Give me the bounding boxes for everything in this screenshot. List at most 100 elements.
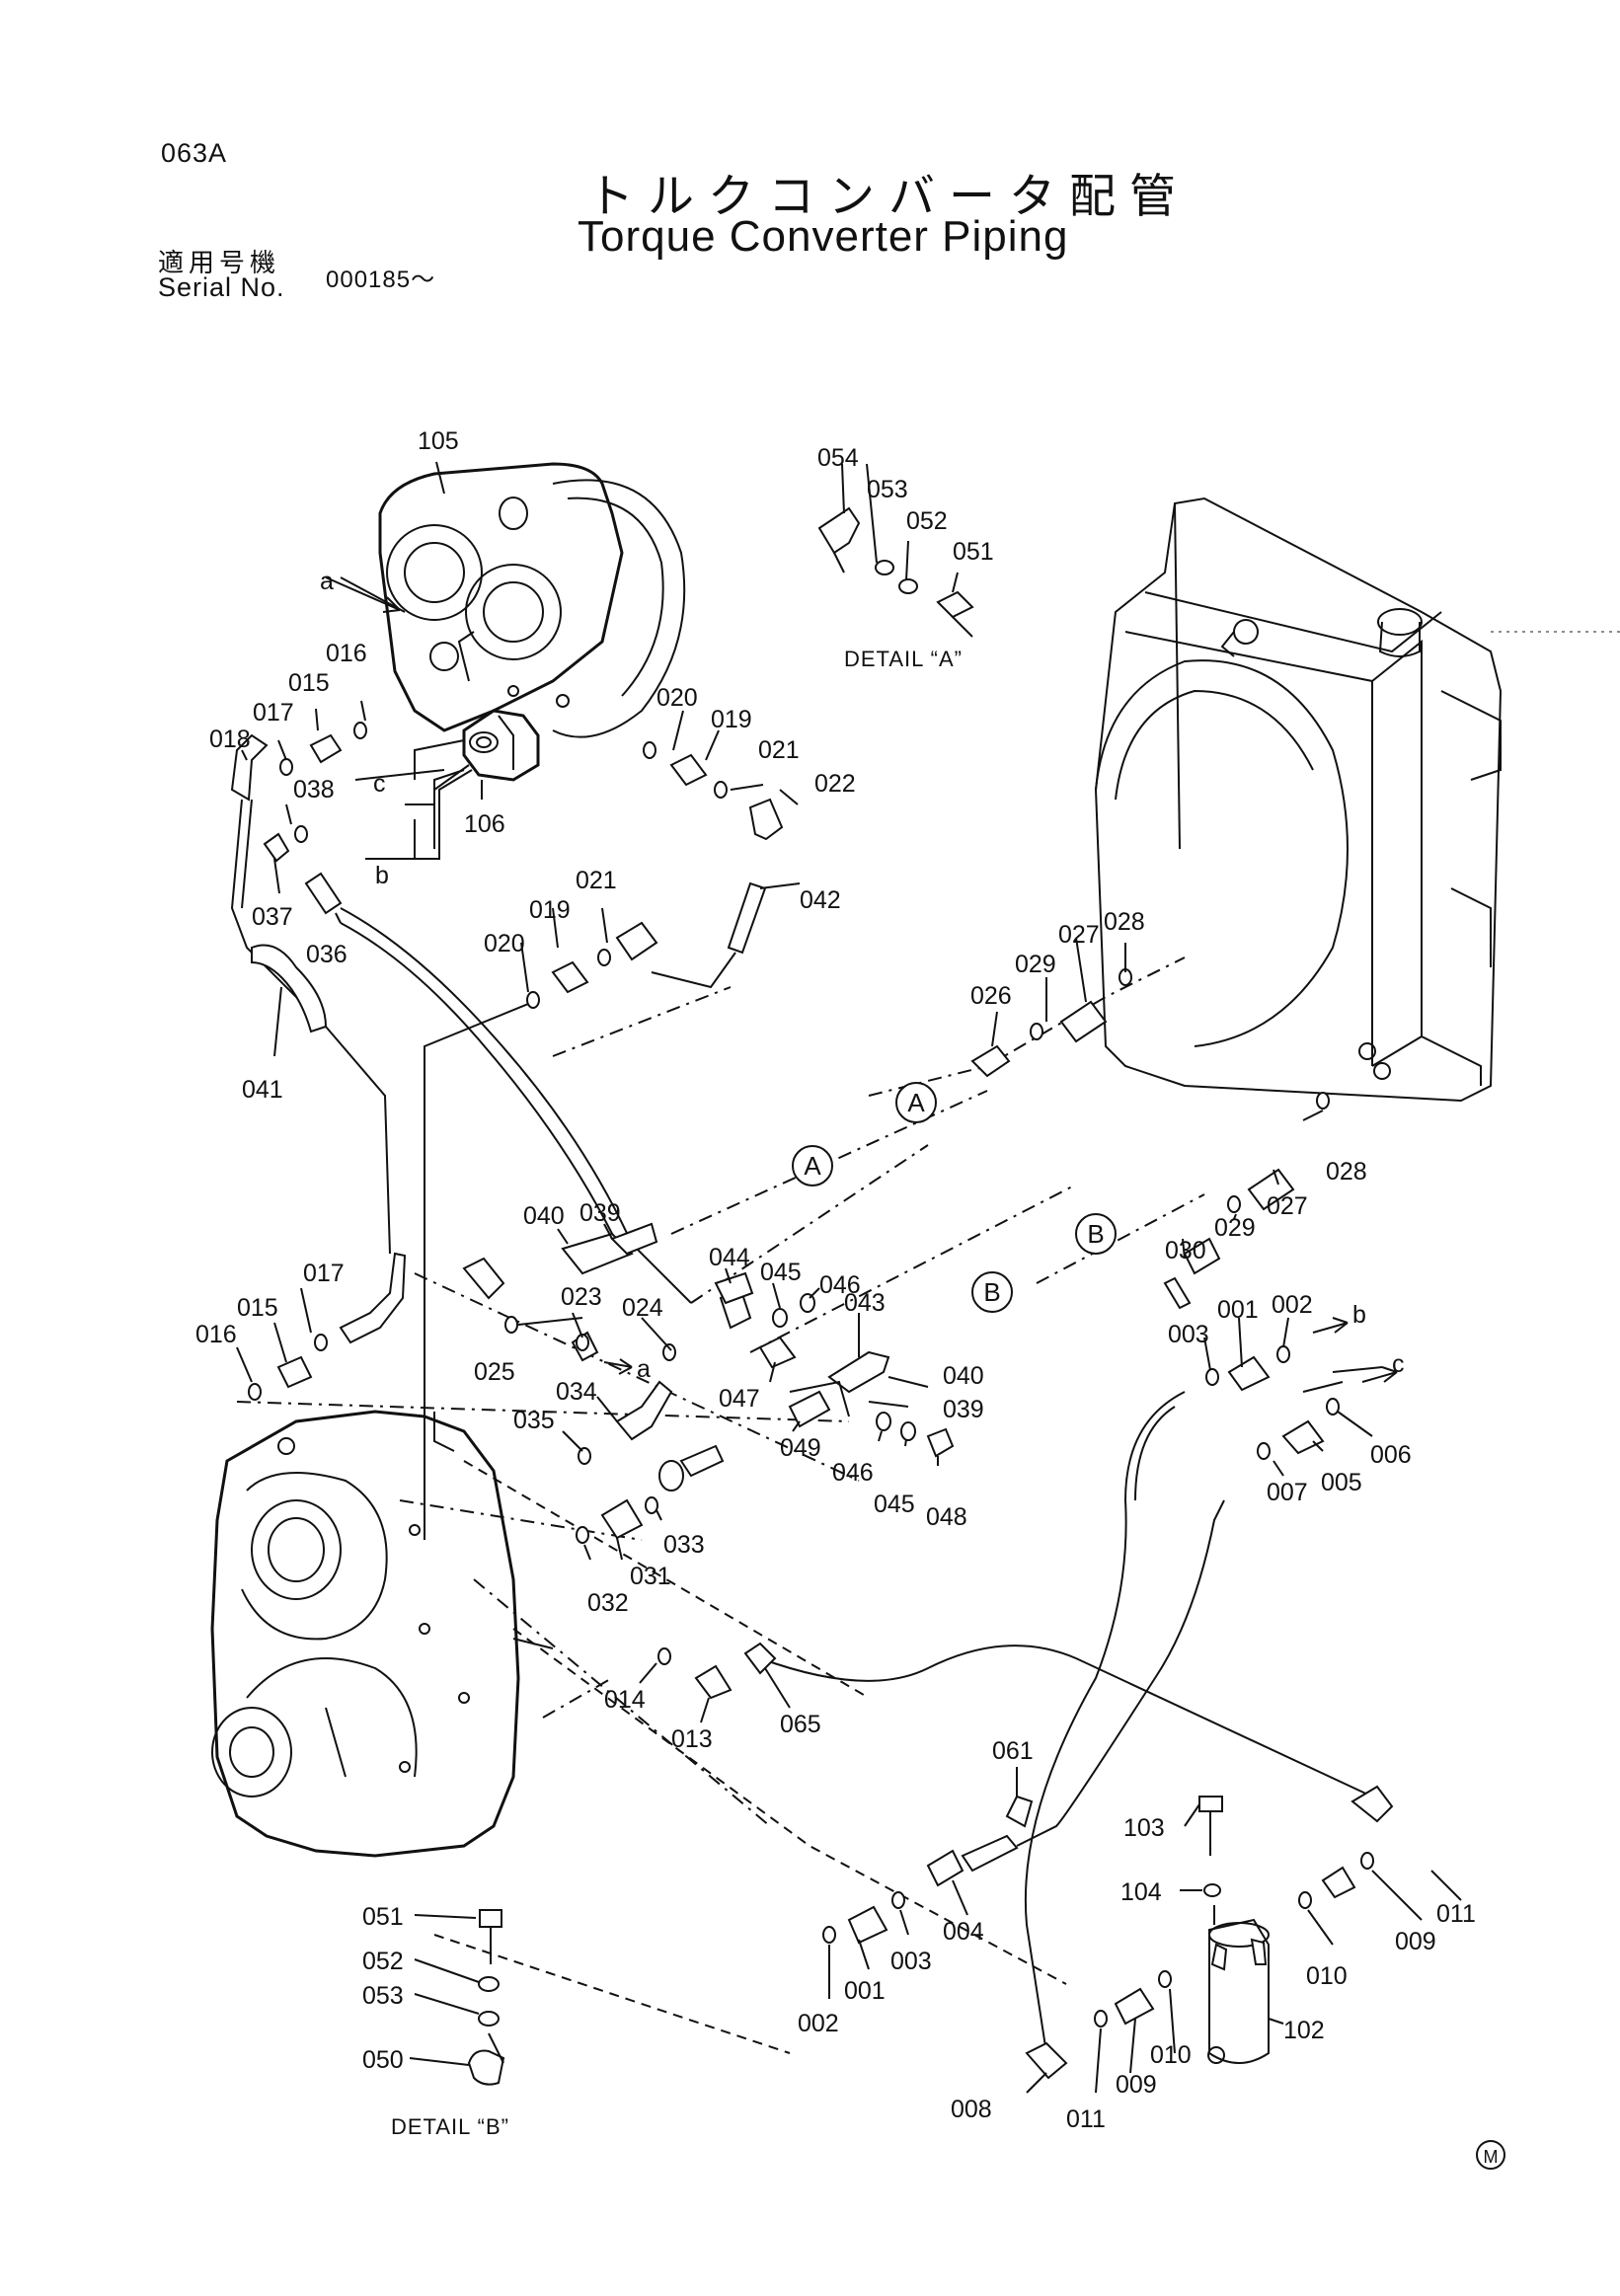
callout-015-lower: 015 <box>237 1294 278 1322</box>
circled-labels: A A B B M <box>792 1082 1505 2170</box>
callout-b-2: b <box>1352 1301 1366 1329</box>
callout-a-2: a <box>637 1355 651 1383</box>
callout-009-lower: 009 <box>1116 2071 1157 2099</box>
callout-005: 005 <box>1321 1469 1362 1496</box>
callout-002-upper: 002 <box>1272 1291 1313 1319</box>
serial-number-value: 000185～ <box>326 267 436 293</box>
callout-019-middle: 019 <box>529 896 571 924</box>
callout-040-upper: 040 <box>523 1202 565 1230</box>
callout-c-2: c <box>1392 1350 1405 1378</box>
callout-017-upper: 017 <box>253 699 294 727</box>
callout-003-upper: 003 <box>1168 1321 1209 1348</box>
reference-lines <box>236 957 1205 2054</box>
callout-016-upper: 016 <box>326 640 367 667</box>
callout-054: 054 <box>817 444 859 472</box>
callout-102: 102 <box>1283 2017 1325 2044</box>
callout-035: 035 <box>513 1407 555 1434</box>
page-title-japanese: トルクコンバータ配管 <box>587 170 1190 224</box>
callout-046-upper: 046 <box>819 1271 861 1299</box>
callout-027-lower: 027 <box>1267 1192 1308 1220</box>
part-number-callouts: 105 106 a c b a b c 054 053 052 051 016 … <box>195 427 1476 2133</box>
callout-023: 023 <box>561 1283 602 1311</box>
callout-024: 024 <box>622 1294 663 1322</box>
callout-103: 103 <box>1123 1814 1165 1842</box>
callout-010-lower: 010 <box>1150 2041 1192 2069</box>
circle-m-mark <box>1476 2140 1505 2170</box>
callout-029-lower: 029 <box>1214 1214 1256 1242</box>
callout-061: 061 <box>992 1737 1034 1765</box>
filter-102 <box>1207 1918 1270 2064</box>
circle-b-upper-label: B <box>1087 1219 1104 1249</box>
callout-034: 034 <box>556 1378 597 1406</box>
callout-020-upper: 020 <box>656 684 698 712</box>
callout-039-upper: 039 <box>579 1199 621 1227</box>
callout-025: 025 <box>474 1358 515 1386</box>
circle-b-lower <box>971 1271 1013 1313</box>
circle-b-upper <box>1075 1213 1117 1255</box>
callout-053: 053 <box>867 476 908 503</box>
callout-030: 030 <box>1165 1237 1206 1264</box>
callout-105: 105 <box>418 427 459 455</box>
callout-003-lower: 003 <box>890 1948 932 1975</box>
circle-a-upper-label: A <box>907 1088 925 1117</box>
callout-052: 052 <box>906 507 948 535</box>
serial-label-english: Serial No. <box>158 272 285 302</box>
callout-044: 044 <box>709 1244 750 1271</box>
callout-011-lower: 011 <box>1066 2105 1106 2133</box>
callout-027-upper: 027 <box>1058 921 1100 949</box>
callout-017-lower: 017 <box>303 1260 345 1287</box>
callout-050: 050 <box>362 2046 404 2074</box>
callout-b-1: b <box>375 862 389 889</box>
detail-a-clamp-assembly <box>817 506 974 638</box>
callout-052-detail-b: 052 <box>362 1948 404 1975</box>
callout-106: 106 <box>464 810 505 838</box>
leader-lines <box>236 461 1462 2094</box>
callout-042: 042 <box>800 886 841 914</box>
page-code: 063A <box>161 138 228 168</box>
serial-label-japanese: 適用号機 <box>158 249 281 278</box>
callout-018: 018 <box>209 726 251 753</box>
callout-006: 006 <box>1370 1441 1412 1469</box>
callout-013: 013 <box>671 1725 713 1753</box>
callout-014: 014 <box>604 1686 646 1714</box>
callout-104: 104 <box>1120 1878 1162 1906</box>
callout-028-lower: 028 <box>1326 1158 1367 1186</box>
direction-arrows <box>325 576 1398 1925</box>
callout-020-middle: 020 <box>484 930 525 957</box>
callout-007: 007 <box>1267 1479 1308 1506</box>
callout-033: 033 <box>663 1531 705 1559</box>
callout-048: 048 <box>926 1503 967 1531</box>
callout-053-detail-b: 053 <box>362 1982 404 2010</box>
callout-046-lower: 046 <box>832 1459 874 1487</box>
callout-051-detail-b: 051 <box>362 1903 404 1931</box>
callout-041: 041 <box>242 1076 283 1104</box>
circle-b-lower-label: B <box>983 1277 1000 1307</box>
callout-045-lower: 045 <box>874 1491 915 1518</box>
callout-065: 065 <box>780 1711 821 1738</box>
detail-b-clamp-assembly <box>467 1909 505 2086</box>
callout-039-lower: 039 <box>943 1396 984 1423</box>
transmission-case <box>210 1410 520 1858</box>
detail-b-caption: DETAIL “B” <box>391 2114 509 2139</box>
page-title-english: Torque Converter Piping <box>578 212 1069 261</box>
callout-002-lower: 002 <box>798 2010 839 2037</box>
radiator <box>1094 497 1620 1103</box>
callout-038: 038 <box>293 776 335 804</box>
piping-lines <box>230 733 1373 2054</box>
callout-011-right: 011 <box>1436 1900 1476 1928</box>
callout-015-upper: 015 <box>288 669 330 697</box>
callout-001-lower: 001 <box>844 1977 886 2005</box>
callout-040-lower: 040 <box>943 1362 984 1390</box>
circle-a-lower <box>792 1145 833 1186</box>
callout-021-middle: 021 <box>576 867 617 894</box>
callout-028-upper: 028 <box>1104 908 1145 936</box>
callout-c-1: c <box>373 770 386 798</box>
callout-036: 036 <box>306 941 347 968</box>
pump-106 <box>462 709 540 782</box>
fittings <box>248 722 1394 2080</box>
detail-a-caption: DETAIL “A” <box>844 647 963 671</box>
callout-001-upper: 001 <box>1217 1296 1259 1324</box>
callout-009-right: 009 <box>1395 1928 1436 1955</box>
callout-032: 032 <box>587 1589 629 1617</box>
callout-047: 047 <box>719 1385 760 1413</box>
